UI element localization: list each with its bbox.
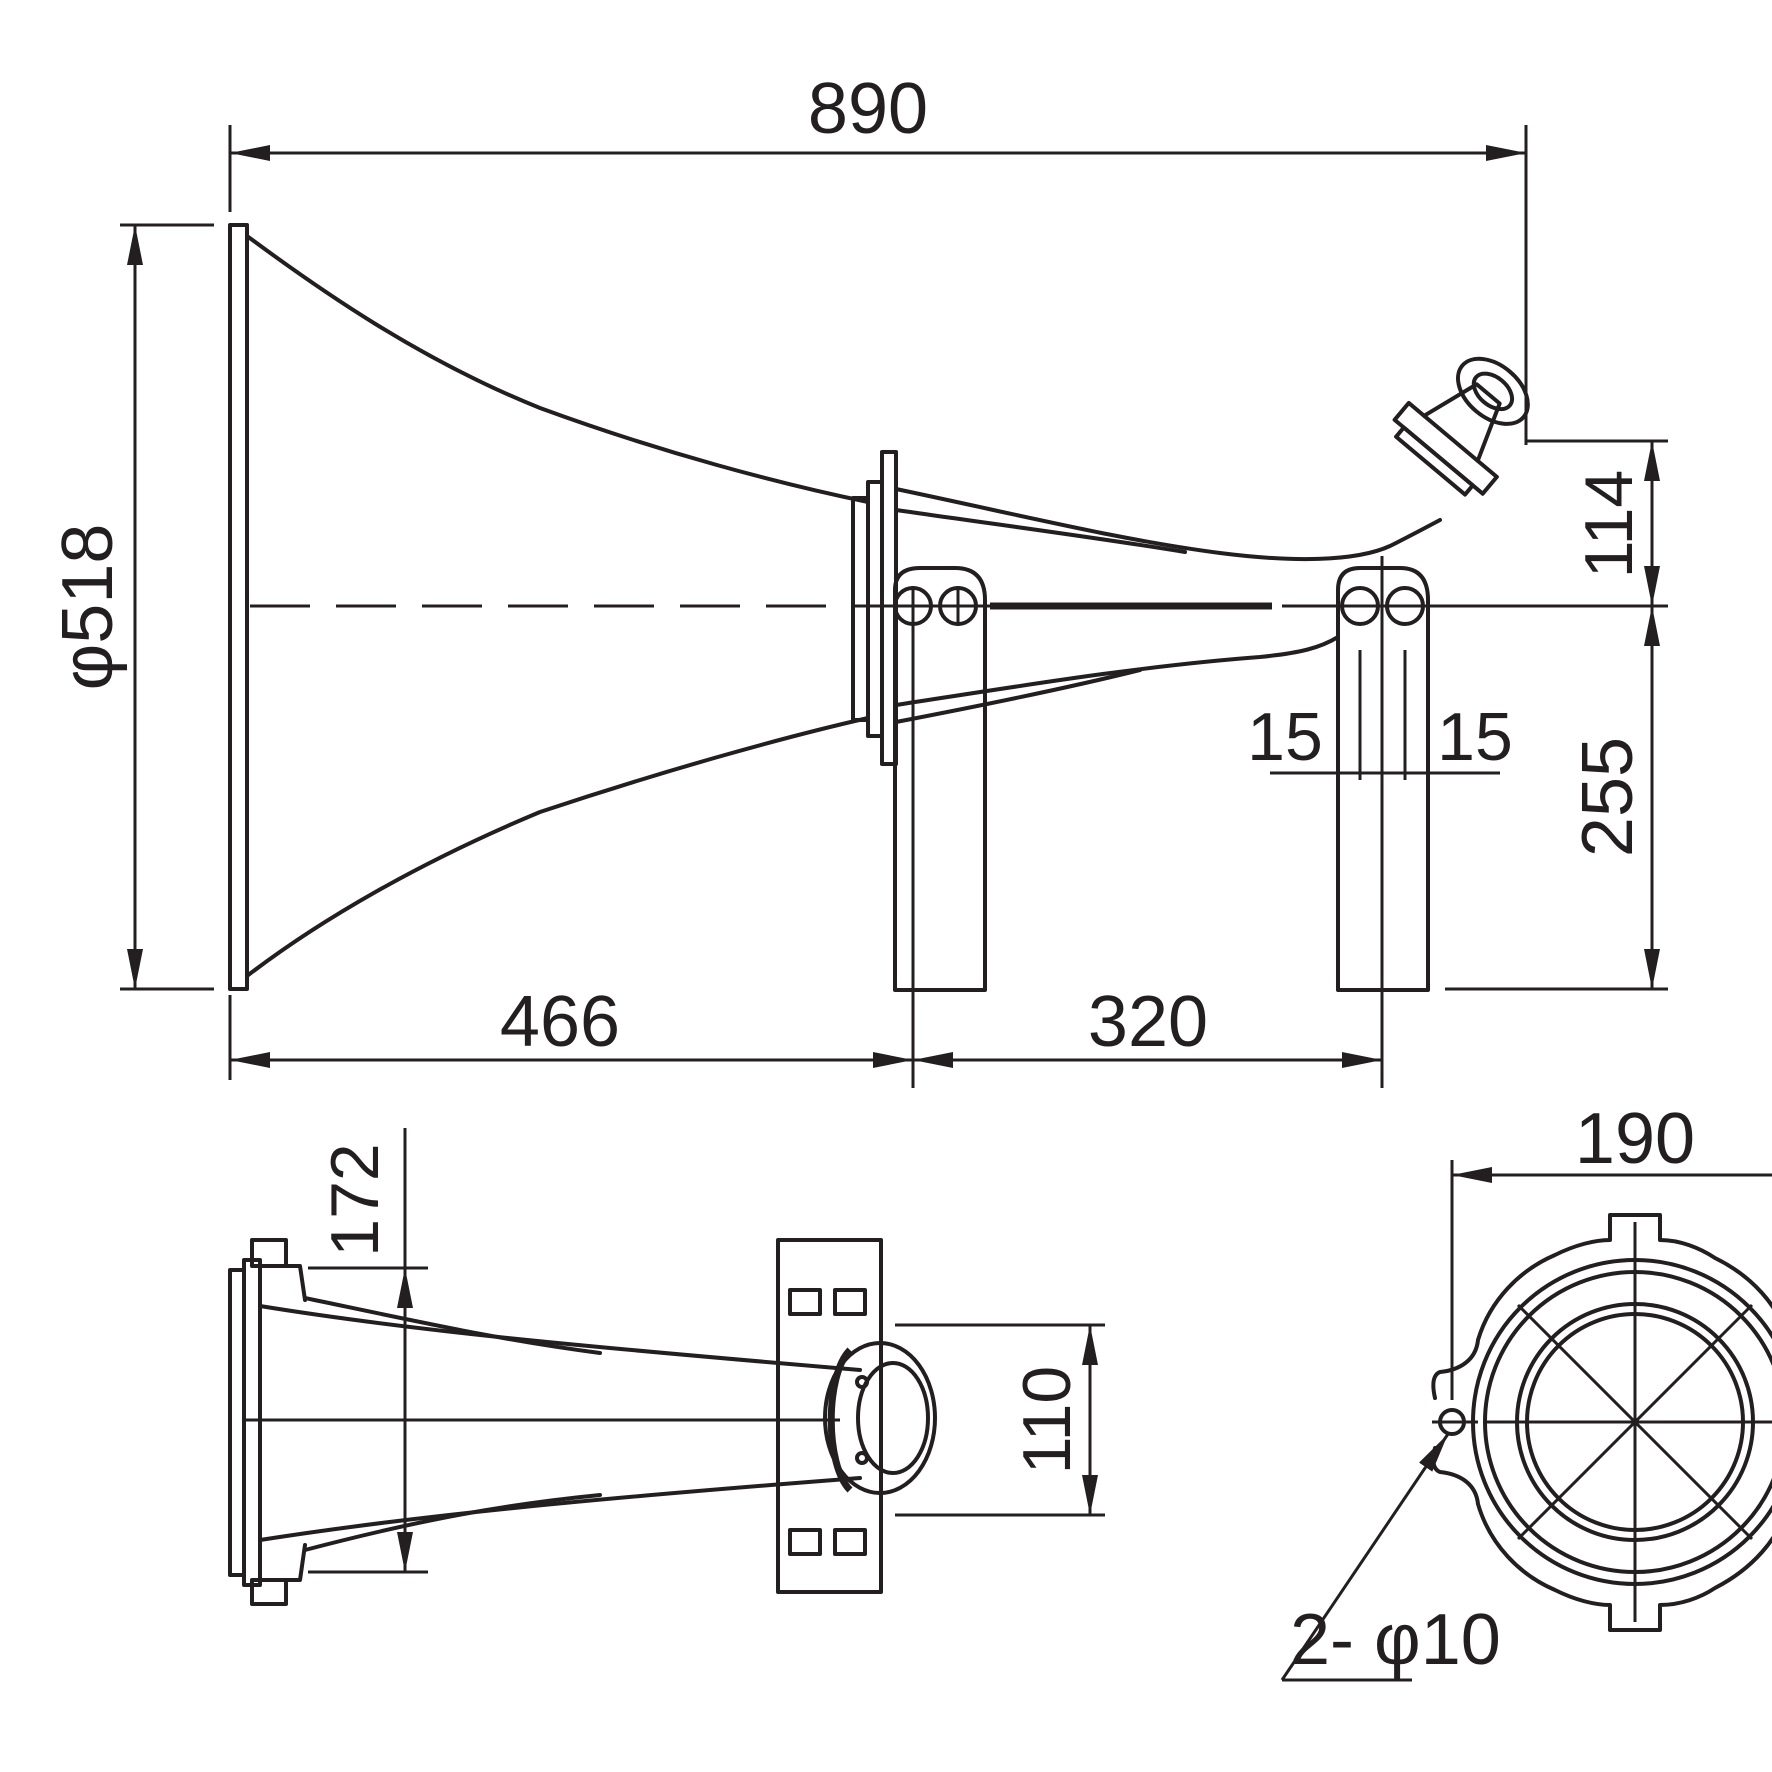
dim-label-172: 172 [317, 1143, 393, 1256]
dim-label-320: 320 [1088, 982, 1208, 1062]
neck-flange-inner [851, 496, 870, 722]
dim-label-15-left: 15 [1247, 699, 1323, 775]
dim-label-890: 890 [808, 69, 928, 149]
dim-mouth-diameter: φ518 [48, 223, 214, 991]
dim-label-190: 190 [1575, 1099, 1695, 1179]
mouth-flange [228, 223, 249, 991]
dim-label-466: 466 [500, 982, 620, 1062]
dim-label-holes: 2- φ10 [1290, 1600, 1501, 1680]
throat-lower-outer [894, 635, 1340, 707]
throat-upper-inner [894, 508, 1187, 554]
dim-overall-length: 890 [228, 69, 1528, 445]
front-view [228, 223, 1665, 1000]
dim-base-width: 190 [1450, 1099, 1772, 1400]
left-bracket [893, 566, 987, 1000]
dim-heights: 114 255 [1430, 439, 1668, 991]
dim-clamp-height: 110 [895, 1323, 1105, 1517]
end-view [1431, 1213, 1772, 1632]
dim-hole-offsets: 15 15 [1247, 699, 1513, 775]
dim-label-110: 110 [1009, 1366, 1085, 1474]
dim-label-255: 255 [1568, 737, 1648, 857]
dim-label-114: 114 [1571, 470, 1647, 578]
plan-view [228, 1238, 937, 1606]
horn-upper-profile [245, 234, 870, 504]
driver-unit [1392, 356, 1530, 497]
right-bracket [1336, 556, 1430, 1000]
dim-side-height: 172 [308, 1128, 428, 1574]
throat-upper-outer [894, 487, 1442, 562]
dim-label-15-right: 15 [1437, 699, 1513, 775]
throat-lower-inner [894, 668, 1142, 724]
dim-mounting-holes: 2- φ10 [1280, 1433, 1501, 1682]
horn-lower-profile [245, 716, 870, 978]
neck-flange-mid [866, 480, 884, 738]
dim-bracket-positions: 466 320 [228, 982, 1384, 1088]
dim-label-518: φ518 [48, 524, 128, 691]
